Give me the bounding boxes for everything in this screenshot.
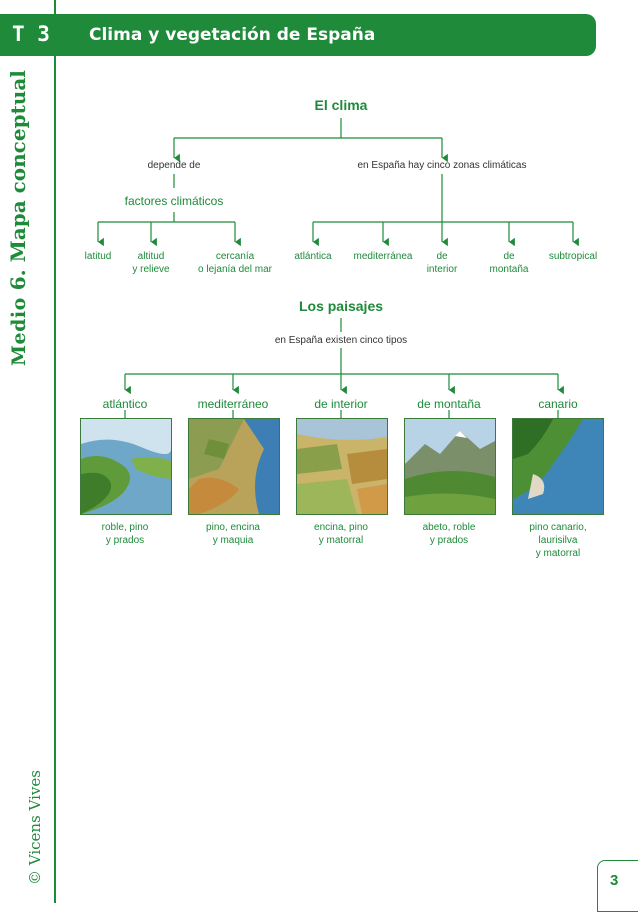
page-number: 3 (610, 872, 619, 889)
zones-label: en España hay cinco zonas climáticas (357, 160, 527, 171)
landscape-name: mediterráneo (197, 397, 269, 411)
landscape-name: de montaña (417, 397, 481, 411)
zone-item: subtropical (548, 251, 598, 262)
depends-label: depende de (147, 160, 201, 171)
landscape-image-canario (512, 418, 604, 515)
vegetation-text: encina, pino y matorral (314, 522, 368, 546)
page-title: Clima y vegetación de España (89, 25, 376, 45)
vegetation-text: pino canario, laurisilva y matorral (529, 522, 587, 559)
paisajes-title: Los paisajes (298, 298, 384, 314)
landscape-image-atlantico (80, 418, 172, 515)
factor-item: latitud (84, 251, 112, 262)
unit-code: T 3 (12, 22, 50, 46)
clima-title: El clima (314, 97, 368, 113)
zone-item: mediterránea (353, 251, 413, 262)
zone-item: de interior (426, 251, 458, 275)
types-label: en España existen cinco tipos (274, 335, 408, 346)
vegetation-text: pino, encina y maquia (206, 522, 260, 546)
landscape-image-mediterraneo (188, 418, 280, 515)
landscape-image-interior (296, 418, 388, 515)
factor-item: cercanía o lejanía del mar (198, 251, 272, 275)
vegetation-text: abeto, roble y prados (422, 522, 476, 546)
factors-title: factores climáticos (124, 194, 224, 208)
sidebar-rule (54, 0, 56, 903)
vegetation-text: roble, pino y prados (101, 522, 149, 546)
factor-item: altitud y relieve (132, 251, 170, 275)
zone-item: de montaña (489, 251, 529, 275)
landscape-name: de interior (314, 397, 368, 411)
zone-item: atlántica (294, 251, 332, 262)
landscape-image-montana (404, 418, 496, 515)
landscape-name: atlántico (102, 397, 148, 411)
landscape-name: canario (538, 397, 578, 411)
header-bar (0, 14, 596, 56)
